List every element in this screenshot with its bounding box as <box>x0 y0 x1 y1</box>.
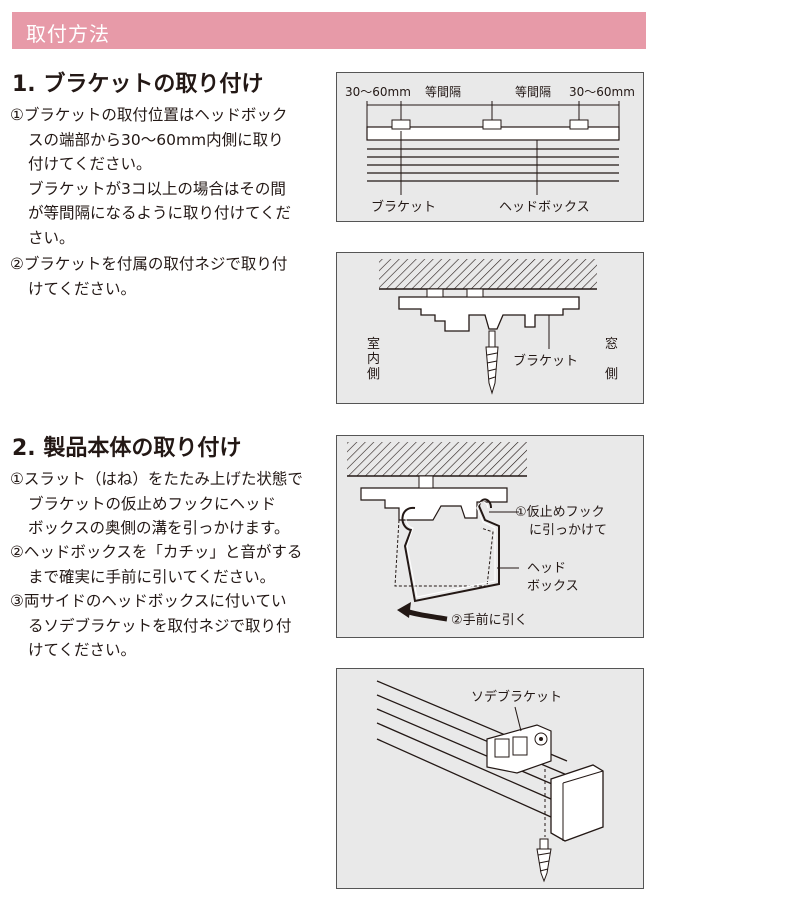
bracket-profile <box>360 487 508 521</box>
step-text: ブラケットが3コ以上の場合はその間 <box>28 179 286 198</box>
page-title: 取付方法 <box>26 22 110 46</box>
figure-side-bracket: ソデブラケット <box>336 668 644 889</box>
step-text: けてください。 <box>28 279 137 298</box>
section1-step2: ②ブラケットを付属の取付ネジで取り付 けてください。 <box>10 252 330 301</box>
slats <box>367 148 619 182</box>
bracket-label: ブラケット <box>513 353 578 369</box>
section2-step2: ②ヘッドボックスを「カチッ」と音がする まで確実に手前に引いてください。 <box>10 540 330 589</box>
ceiling <box>379 259 597 289</box>
side-bracket-label: ソデブラケット <box>471 689 562 705</box>
step-text: ①スラット（はね）をたたみ上げた状態で <box>10 470 303 488</box>
step-text: ボックスの奥側の溝を引っかけます。 <box>28 519 290 537</box>
figure-headbox-hook: ①仮止めフック に引っかけて ヘッド ボックス ②手前に引く <box>336 435 644 638</box>
section1-step1: ①ブラケットの取付位置はヘッドボック スの端部から30～60mm内側に取り 付け… <box>10 103 330 250</box>
bracket-profile <box>398 296 580 332</box>
screw-icon <box>485 330 499 395</box>
step-text: るソデブラケットを取付ネジで取り付 <box>28 616 292 635</box>
equal-left-label: 等間隔 <box>425 85 461 99</box>
dim-right-label: 30～60mm <box>569 85 635 99</box>
bracket-section-diagram: 室 内 側 窓 側 ブラケット <box>367 259 618 395</box>
window-char: 側 <box>605 367 618 382</box>
headbox-hook-diagram: ①仮止めフック に引っかけて ヘッド ボックス ②手前に引く <box>347 442 607 628</box>
section2-step3: ③両サイドのヘッドボックスに付いてい るソデブラケットを取付ネジで取り付 けてく… <box>10 589 330 663</box>
bracket-marker <box>482 119 502 130</box>
step-text: ③両サイドのヘッドボックスに付いてい <box>10 592 287 610</box>
figure-bracket-spacing: 30～60mm 等間隔 等間隔 30～60mm ブラケット ヘッ <box>336 72 644 222</box>
step-text: ②ブラケットを付属の取付ネジで取り付 <box>10 255 288 273</box>
screw-icon <box>536 838 552 883</box>
bracket-spacing-diagram: 30～60mm 等間隔 等間隔 30～60mm ブラケット ヘッ <box>345 85 635 215</box>
side-bracket-diagram: ソデブラケット <box>376 680 604 883</box>
section1-title: 1. ブラケットの取り付け <box>12 72 264 97</box>
headbox-endcap <box>550 764 604 842</box>
bracket-marker <box>569 119 589 130</box>
side-bracket-icon <box>486 724 552 774</box>
headbox-label: ヘッドボックス <box>499 200 590 215</box>
step-text: スの端部から30～60mm内側に取り <box>28 130 284 149</box>
headbox-outline-after <box>401 498 500 603</box>
step-text: ②ヘッドボックスを「カチッ」と音がする <box>10 543 303 561</box>
step-text: さい。 <box>28 228 75 247</box>
bracket-marker <box>391 119 411 130</box>
headbox-label: ヘッド <box>527 561 566 576</box>
ceiling <box>347 442 527 476</box>
step-text: が等間隔になるように取り付けてくだ <box>28 204 292 222</box>
pull-label: ②手前に引く <box>451 612 528 628</box>
step-text: ①ブラケットの取付位置はヘッドボック <box>10 106 288 124</box>
step-text: けてください。 <box>28 641 137 659</box>
headbox-label: ボックス <box>527 579 579 594</box>
dim-left-label: 30～60mm <box>345 85 411 99</box>
headbox-outline-before <box>394 519 494 587</box>
step-text: ブラケットの仮止めフックにヘッド <box>28 494 277 513</box>
hook-label: に引っかけて <box>529 523 607 538</box>
indoor-char: 内 <box>367 351 380 367</box>
section2-title: 2. 製品本体の取り付け <box>12 436 242 461</box>
bracket-label: ブラケット <box>371 199 436 215</box>
step-text: まで確実に手前に引いてください。 <box>28 567 276 586</box>
section-header: 取付方法 <box>12 12 646 49</box>
indoor-char: 側 <box>367 367 380 382</box>
section2-step1: ①スラット（はね）をたたみ上げた状態で ブラケットの仮止めフックにヘッド ボック… <box>10 467 330 541</box>
window-char: 窓 <box>605 336 618 352</box>
step-text: 付けてください。 <box>28 155 152 173</box>
figure-bracket-section: 室 内 側 窓 側 ブラケット <box>336 252 644 404</box>
equal-right-label: 等間隔 <box>515 85 551 99</box>
indoor-char: 室 <box>367 336 380 352</box>
hook-label: ①仮止めフック <box>515 505 605 520</box>
